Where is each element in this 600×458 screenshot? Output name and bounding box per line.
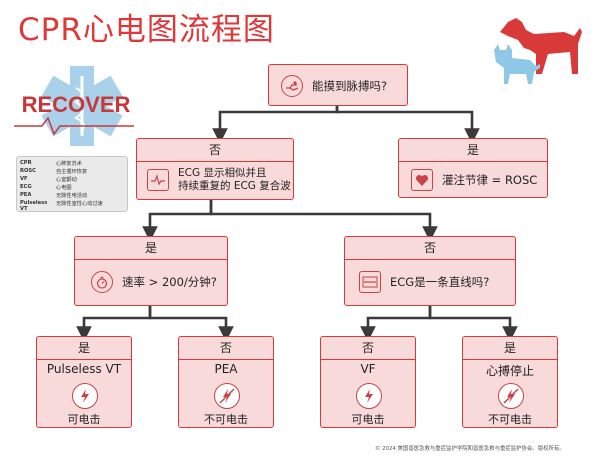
ecg-flatline-icon	[359, 271, 381, 293]
pulse-hand-icon	[281, 75, 303, 97]
connector-ecg-yes	[142, 198, 213, 242]
connector-flat-yes	[428, 304, 518, 342]
leaf-header: 是	[37, 337, 131, 360]
lightning-icon	[356, 383, 382, 409]
page-title: CPR心电图流程图	[18, 12, 275, 48]
no-branch-text-line2: 持续重复的 ECG 复合波	[178, 180, 291, 192]
leaf-header: 是	[463, 337, 557, 360]
no-branch-header: 否	[137, 139, 293, 162]
leaf-vf: 否 VF 可电击	[320, 336, 416, 428]
yes-branch-text: 灌注节律 = ROSC	[442, 173, 538, 187]
leaf-rhythm-label: PEA	[214, 362, 238, 376]
connector-ecg-no	[209, 198, 438, 242]
no-lightning-icon	[498, 383, 524, 409]
flatline-question-text: ECG是一条直线吗?	[390, 275, 490, 289]
root-question-box: 能摸到脉搏吗?	[268, 64, 408, 106]
connector-rate-no	[148, 304, 234, 342]
leaf-action-label: 不可电击	[204, 413, 248, 426]
root-question-text: 能摸到脉搏吗?	[312, 79, 388, 93]
connector-root-no	[212, 104, 339, 144]
connector-flat-no	[360, 304, 432, 342]
yes-branch-box: 是 灌注节律 = ROSC	[398, 138, 548, 198]
copyright-footer: © 2024 美国兽医急救与重症监护学院和兽医急救与重症监护协会。版权所有。	[375, 446, 565, 452]
leaf-header: 否	[321, 337, 415, 360]
dog-cat-icon	[494, 18, 582, 84]
leaf-header: 否	[179, 337, 273, 360]
leaf-action-label: 不可电击	[488, 413, 532, 426]
recover-logo: RECOVER	[14, 66, 134, 146]
no-lightning-icon	[214, 383, 240, 409]
no-branch-text-line1: ECG 显示相似并且	[178, 167, 267, 179]
stopwatch-icon	[91, 271, 113, 293]
flatline-question-box: 否 ECG是一条直线吗?	[344, 236, 516, 306]
ecg-monitor-icon	[147, 169, 169, 191]
leaf-asystole: 是 心搏停止 不可电击	[462, 336, 558, 428]
flatline-box-header: 否	[345, 237, 515, 260]
rate-question-text: 速率 > 200/分钟?	[122, 275, 217, 289]
rate-box-header: 是	[75, 237, 227, 260]
yes-branch-header: 是	[399, 139, 547, 162]
leaf-rhythm-label: VF	[360, 362, 376, 376]
leaf-action-label: 可电击	[351, 413, 385, 426]
leaf-rhythm-label: Pulseless VT	[46, 362, 122, 376]
no-branch-box: 否 ECG 显示相似并且 持续重复的 ECG 复合波	[136, 138, 294, 200]
leaf-rhythm-label: 心搏停止	[485, 364, 534, 378]
lightning-icon	[72, 383, 98, 409]
svg-text:RECOVER: RECOVER	[22, 92, 131, 117]
connector-root-yes	[335, 104, 480, 144]
leaf-action-label: 可电击	[67, 413, 101, 426]
leaf-pulseless-vt: 是 Pulseless VT 可电击	[36, 336, 132, 428]
leaf-pea: 否 PEA 不可电击	[178, 336, 274, 428]
rate-question-box: 是 速率 > 200/分钟?	[74, 236, 228, 306]
heart-icon	[411, 169, 433, 191]
connector-rate-yes	[76, 304, 152, 342]
